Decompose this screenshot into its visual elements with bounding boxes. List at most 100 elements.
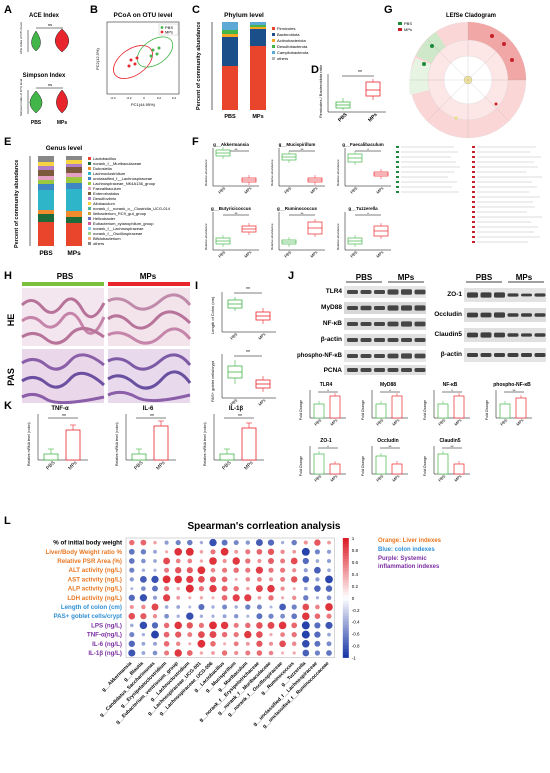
pcoa-legend-pbs: PBS [165, 25, 173, 30]
blot-right-pbs: PBS [476, 273, 493, 282]
correlation-dot [222, 567, 228, 573]
mrna-title: IL-1β [229, 406, 244, 412]
correlation-row-label: ALP activity (ng/L) [68, 586, 122, 593]
mrna-group: MPs [67, 460, 79, 472]
correlation-dot [174, 649, 182, 657]
correlation-dot [197, 566, 206, 575]
correlation-dot [292, 595, 297, 600]
blot-band [347, 322, 358, 326]
correlation-dot [292, 568, 297, 573]
correlation-dot [303, 540, 308, 545]
correlation-dot [209, 584, 217, 593]
legend-purple-2: inflammation indexes [378, 564, 440, 570]
genus-boxplot-title: g__Akkermansia [213, 142, 249, 147]
pcoa-title: PCoA on OTU level [114, 12, 173, 19]
correlation-dot [325, 603, 333, 611]
correlation-dot [326, 650, 332, 656]
ratio-group-mps: MPs [367, 112, 379, 124]
correlation-dot [233, 613, 239, 619]
correlation-row-label: IL-6 (ng/L) [92, 641, 122, 648]
correlation-dot [327, 568, 331, 573]
color-scale-tick: -0.6 [352, 632, 360, 637]
blot-band [414, 321, 426, 327]
color-scale-cell [342, 651, 349, 655]
genus-legend: Lactobacillus norank_f__Muribaculaceae D… [88, 156, 171, 246]
fold-change-sig: * [327, 388, 329, 393]
color-scale-cell [342, 579, 349, 584]
genus-boxplot-title: g__Mucispirillum [279, 142, 316, 147]
correlation-dot [314, 622, 321, 629]
color-scale-cell [342, 636, 349, 640]
mrna-sig: ** [62, 414, 66, 420]
correlation-row-label: Length of colon (cm) [61, 604, 122, 611]
color-scale-cell [342, 585, 349, 590]
color-scale-cell [342, 603, 349, 608]
correlation-dot [199, 550, 204, 554]
mrna-group: PBS [221, 460, 233, 472]
mrna-title: TNF-α [51, 406, 69, 412]
fold-change-ylabel: Fold Change [485, 400, 489, 420]
mrna-ylabel: Relative mRNA level (colon) [27, 422, 31, 466]
correlation-dot [233, 622, 239, 628]
correlation-dot [209, 631, 217, 639]
correlation-dot [151, 603, 159, 611]
mrna-bar [131, 453, 147, 461]
correlation-dot [152, 650, 158, 656]
blot-band [387, 353, 399, 359]
genus-boxplot-sig: ** [300, 211, 304, 216]
blot-label-occludin: Occludin [434, 311, 462, 318]
correlation-dot [292, 651, 296, 655]
genus-legend-8: Desulfovibrio [93, 196, 117, 201]
fold-change-title: TLR4 [320, 382, 333, 388]
genus-legend-3: Lachnoclostridium [93, 171, 126, 176]
color-scale-cell [342, 630, 349, 634]
panel-label-h: H [4, 270, 12, 282]
correlation-dot [255, 566, 263, 574]
correlation-dot [128, 640, 135, 647]
correlation-dot [128, 612, 136, 620]
cladogram-taxa-list [396, 146, 542, 243]
correlation-dot [281, 651, 285, 655]
blot-label-pcna: PCNA [324, 367, 343, 374]
pcoa-xtick-3: 0.2 [157, 96, 162, 100]
fold-change-bar [515, 397, 527, 419]
correlation-dot [209, 557, 217, 565]
ratio-ylabel: Firmicutes / Bacteroidota ratio [318, 64, 323, 118]
fold-change-bar [437, 453, 449, 475]
blot-band [521, 353, 532, 357]
genus-legend-13: Eubacterium_xylanophilum_group [93, 221, 154, 226]
color-scale-tick: -1 [352, 656, 356, 661]
genus-boxplot-group: MPs [243, 186, 252, 195]
correlation-dot [153, 568, 157, 572]
legend-purple: Purple: Systemic [378, 556, 427, 562]
correlation-row-label: Relative PSR Area (%) [57, 558, 122, 565]
color-scale-cell [342, 597, 349, 602]
panel-e-genus-chart: Genus level Percent of community abundan… [14, 145, 171, 257]
blot-band [534, 333, 546, 337]
correlation-dot [257, 558, 262, 564]
correlation-dot [153, 540, 157, 545]
correlation-dot [129, 604, 134, 610]
blot-bands-right-lanes [467, 292, 546, 357]
a-group-mps: MPs [57, 120, 68, 126]
histology-row-pas: PAS [6, 368, 16, 386]
fold-change-ylabel: Fold Change [423, 400, 427, 420]
genus-legend-2: Dubosiella [93, 166, 112, 171]
mrna-group: PBS [133, 460, 145, 472]
color-scale-cell [342, 546, 349, 551]
blot-band [507, 313, 519, 317]
fold-change-group: PBS [437, 473, 446, 482]
phylum-group-mps: MPs [252, 114, 263, 120]
correlation-dot [314, 640, 321, 647]
panel-label-a: A [4, 4, 12, 16]
correlation-dot [175, 558, 181, 564]
correlation-dot [302, 640, 310, 648]
blot-left-pbs: PBS [356, 273, 373, 282]
fold-change-group: MPs [515, 418, 524, 427]
panel-label-e: E [4, 136, 12, 148]
correlation-dot [141, 632, 146, 637]
correlation-dot [152, 585, 158, 592]
correlation-dot [233, 567, 239, 573]
correlation-dot [256, 622, 263, 629]
